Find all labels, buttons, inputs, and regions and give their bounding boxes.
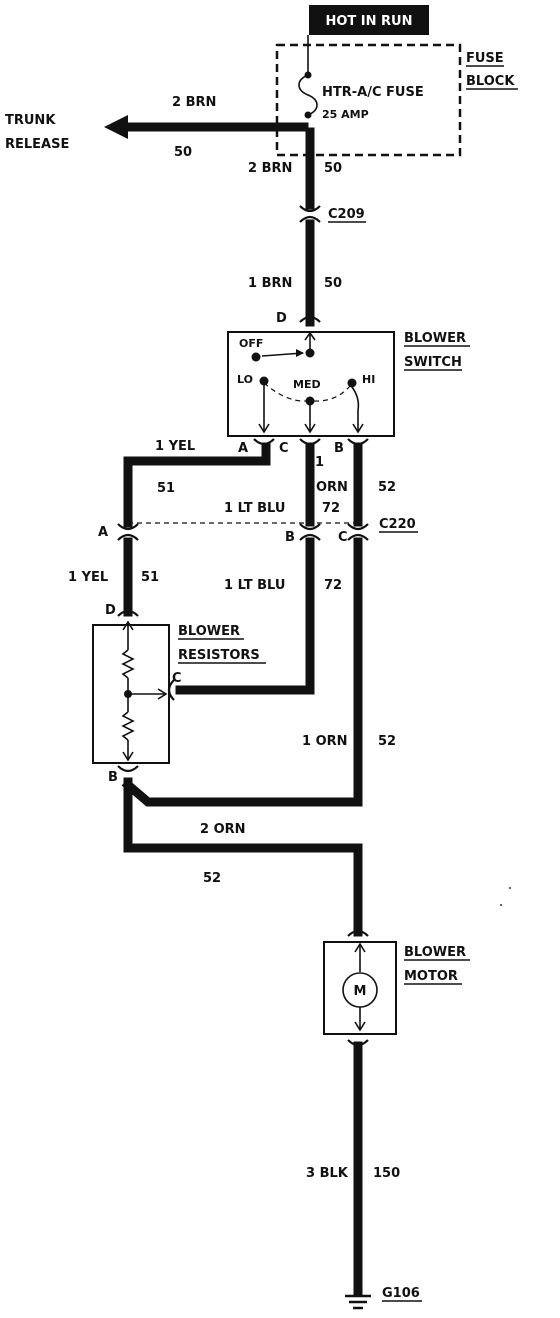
hot-in-run-label: HOT IN RUN <box>325 14 412 29</box>
orn-color-label: ORN <box>316 480 348 495</box>
ground-label: G106 <box>382 1286 420 1301</box>
ltblu-mid-circuit-label: 72 <box>324 578 342 593</box>
motor-icon <box>342 942 378 1032</box>
fuse-block-outline <box>275 43 462 157</box>
c220-pin-a: A <box>98 525 108 540</box>
fuse-block-title-1: FUSE <box>466 51 504 66</box>
orn-52-wire-side <box>121 537 363 807</box>
orn-52-wire-bottom <box>123 777 363 937</box>
switch-pin-c: C <box>279 441 289 456</box>
c209-label: C209 <box>328 207 365 222</box>
blower-switch-title-2: SWITCH <box>404 355 462 370</box>
orn-bottom-wire-label: 2 ORN <box>200 822 246 837</box>
blower-motor-title-1: BLOWER <box>404 945 466 960</box>
blk-wire-label: 3 BLK <box>306 1166 349 1181</box>
resistor-pin-d: D <box>105 603 116 618</box>
ground-icon <box>345 1294 371 1310</box>
switch-hi-label: HI <box>362 373 375 386</box>
c209-connector <box>299 205 321 223</box>
switch-off-label: OFF <box>239 337 263 350</box>
fuse-rating: 25 AMP <box>322 108 369 121</box>
blk-circuit-label: 150 <box>373 1166 400 1181</box>
fuse-out-wire-label: 2 BRN <box>248 161 292 176</box>
resistor-icon <box>121 620 168 762</box>
orn52-top-circuit-label: 52 <box>378 480 396 495</box>
yel-mid-wire-label: 1 YEL <box>68 570 108 585</box>
fuse-block-title-2: BLOCK <box>466 74 515 89</box>
resistor-pin-b: B <box>108 770 118 785</box>
switch-pin-a: A <box>238 441 248 456</box>
switch-feed-wire-label: 1 BRN <box>248 276 292 291</box>
ltblu-mid-wire-label: 1 LT BLU <box>224 578 285 593</box>
trunk-release-arrow-icon <box>104 115 128 139</box>
fuse-out-circuit-label: 50 <box>324 161 342 176</box>
trunk-wire-label: 2 BRN <box>172 95 216 110</box>
scan-speck <box>509 887 511 889</box>
yel-top-circuit-label: 51 <box>157 481 175 496</box>
switch-internals <box>251 331 364 434</box>
fuse-symbol-icon <box>298 74 318 116</box>
ltblu-top-circuit-label: 72 <box>322 501 340 516</box>
blower-motor-title-2: MOTOR <box>404 969 458 984</box>
hot-in-run-badge <box>309 5 429 35</box>
switch-lo-label: LO <box>237 373 253 386</box>
switch-pin-b: B <box>334 441 344 456</box>
orn-gauge-label: 1 <box>315 455 324 470</box>
c220-pin-c: C <box>338 530 348 545</box>
trunk-circuit-label: 50 <box>174 145 192 160</box>
resistor-pin-c: C <box>172 671 182 686</box>
orn-bottom-circuit-label: 52 <box>203 871 221 886</box>
blower-resistors-title-1: BLOWER <box>178 624 240 639</box>
c220-label: C220 <box>379 517 416 532</box>
orn-side-wire-label: 1 ORN <box>302 734 348 749</box>
blower-resistors-title-2: RESISTORS <box>178 648 260 663</box>
switch-feed-circuit-label: 50 <box>324 276 342 291</box>
switch-pin-d: D <box>276 311 287 326</box>
motor-symbol: M <box>354 984 367 999</box>
yel-top-wire-label: 1 YEL <box>155 439 195 454</box>
ltblu-wire-lower <box>175 537 315 695</box>
trunk-release-label-1: TRUNK <box>5 113 56 128</box>
ltblu-top-wire-label: 1 LT BLU <box>224 501 285 516</box>
c220-pin-b: B <box>285 530 295 545</box>
fuse-name: HTR-A/C FUSE <box>322 85 424 100</box>
c220-connector <box>117 523 369 541</box>
yel-wire <box>123 442 271 528</box>
blower-switch-title-1: BLOWER <box>404 331 466 346</box>
switch-med-label: MED <box>293 378 321 391</box>
orn-side-circuit-label: 52 <box>378 734 396 749</box>
yel-mid-circuit-label: 51 <box>141 570 159 585</box>
scan-speck <box>500 904 502 906</box>
trunk-release-label-2: RELEASE <box>5 137 69 152</box>
